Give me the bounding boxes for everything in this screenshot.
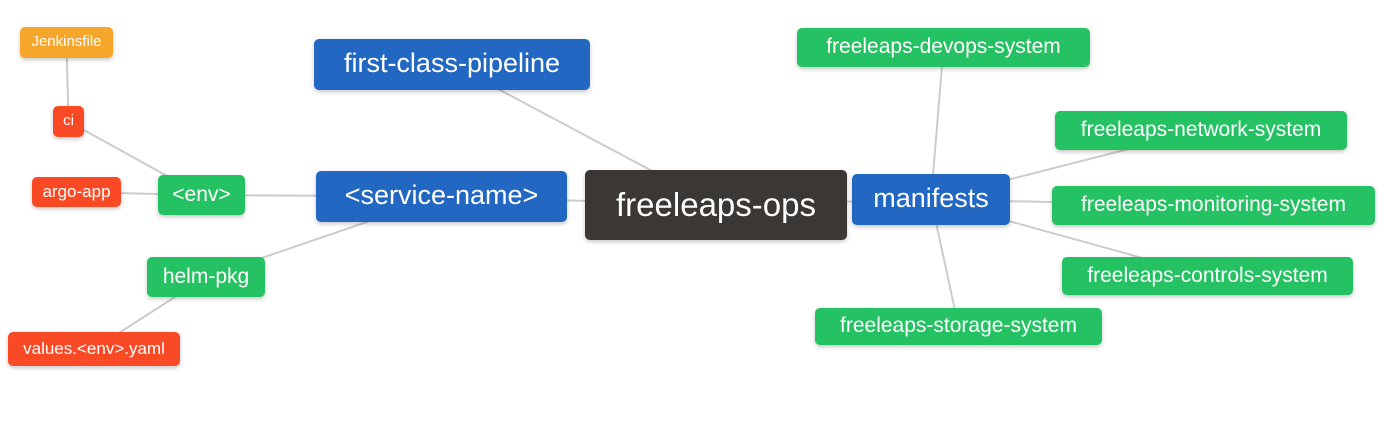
node-label: freeleaps-controls-system <box>1087 263 1328 287</box>
node-ci[interactable]: ci <box>53 106 84 137</box>
node-label: Jenkinsfile <box>31 33 102 50</box>
node-network-system[interactable]: freeleaps-network-system <box>1055 111 1347 150</box>
node-values-env-yaml[interactable]: values.<env>.yaml <box>8 332 180 366</box>
node-label: <service-name> <box>344 180 539 210</box>
node-label: argo-app <box>42 181 111 201</box>
node-env[interactable]: <env> <box>158 175 245 215</box>
node-label: ci <box>63 112 74 129</box>
node-label: freeleaps-storage-system <box>840 314 1077 337</box>
node-first-class-pipeline[interactable]: first-class-pipeline <box>314 39 590 90</box>
node-label: manifests <box>873 183 989 213</box>
node-label: helm-pkg <box>162 264 250 288</box>
node-service-name[interactable]: <service-name> <box>316 171 567 222</box>
node-label: first-class-pipeline <box>343 48 561 78</box>
node-monitoring-system[interactable]: freeleaps-monitoring-system <box>1052 186 1375 225</box>
node-storage-system[interactable]: freeleaps-storage-system <box>815 308 1102 345</box>
node-label: freeleaps-monitoring-system <box>1081 193 1346 216</box>
node-argo-app[interactable]: argo-app <box>32 177 121 207</box>
node-label: <env> <box>172 182 231 206</box>
node-freeleaps-ops[interactable]: freeleaps-ops <box>585 170 847 240</box>
node-label: freeleaps-devops-system <box>826 35 1061 58</box>
node-manifests[interactable]: manifests <box>852 174 1010 225</box>
node-label: freeleaps-network-system <box>1080 118 1322 141</box>
node-label: freeleaps-ops <box>616 185 816 223</box>
node-devops-system[interactable]: freeleaps-devops-system <box>797 28 1090 67</box>
node-jenkinsfile[interactable]: Jenkinsfile <box>20 27 113 58</box>
node-helm-pkg[interactable]: helm-pkg <box>147 257 265 297</box>
node-controls-system[interactable]: freeleaps-controls-system <box>1062 257 1353 295</box>
node-label: values.<env>.yaml <box>23 338 165 358</box>
